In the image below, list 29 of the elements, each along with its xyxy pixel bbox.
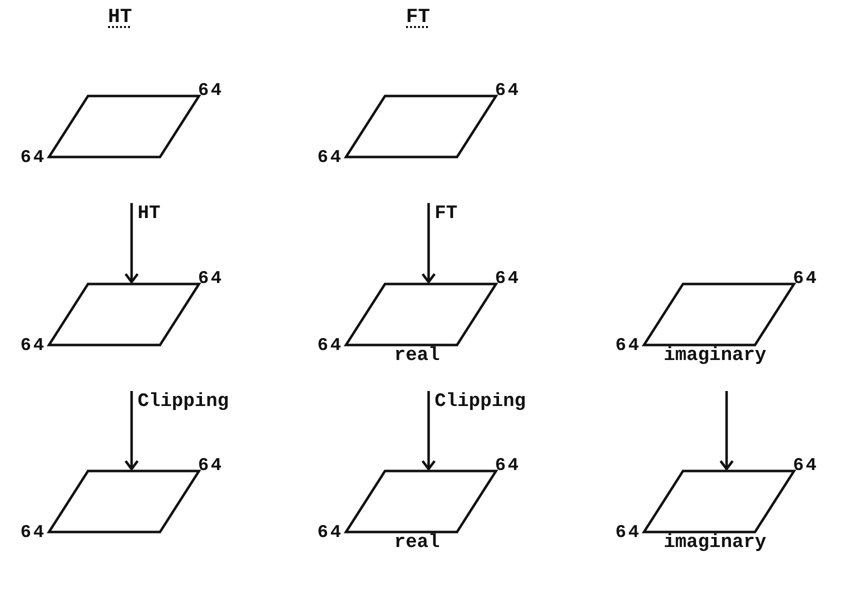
dimension-value: 64 — [317, 523, 343, 543]
arrow — [421, 203, 436, 284]
edge-label: Clipping — [434, 390, 526, 412]
dimension-value: 64 — [615, 523, 641, 543]
arrow — [421, 391, 436, 470]
dimension-value: 64 — [495, 456, 521, 476]
dimension-value: 64 — [198, 456, 224, 476]
column-heading: FT — [406, 6, 430, 29]
dimension-value: 64 — [615, 336, 641, 356]
dimension-value: 64 — [20, 148, 46, 168]
edge-label: Clipping — [138, 390, 229, 412]
node-caption: imaginary — [664, 344, 766, 366]
dimension-value: 64 — [317, 148, 343, 168]
dimension-value: 64 — [317, 336, 343, 356]
dimension-value: 64 — [793, 456, 819, 476]
dimension-value: 64 — [198, 81, 224, 101]
dimension-value: 64 — [793, 269, 819, 289]
node-caption: real — [394, 344, 440, 366]
dimension-value: 64 — [20, 336, 46, 356]
dimension-value: 64 — [495, 269, 521, 289]
arrow — [124, 203, 139, 284]
node-caption: real — [394, 531, 440, 553]
dimension-value: 64 — [198, 269, 224, 289]
dimension-value: 64 — [495, 81, 521, 101]
arrow — [124, 391, 139, 470]
dimension-value: 64 — [20, 523, 46, 543]
arrow — [719, 391, 734, 470]
column-heading: HT — [108, 6, 132, 29]
node-caption: imaginary — [664, 531, 766, 553]
